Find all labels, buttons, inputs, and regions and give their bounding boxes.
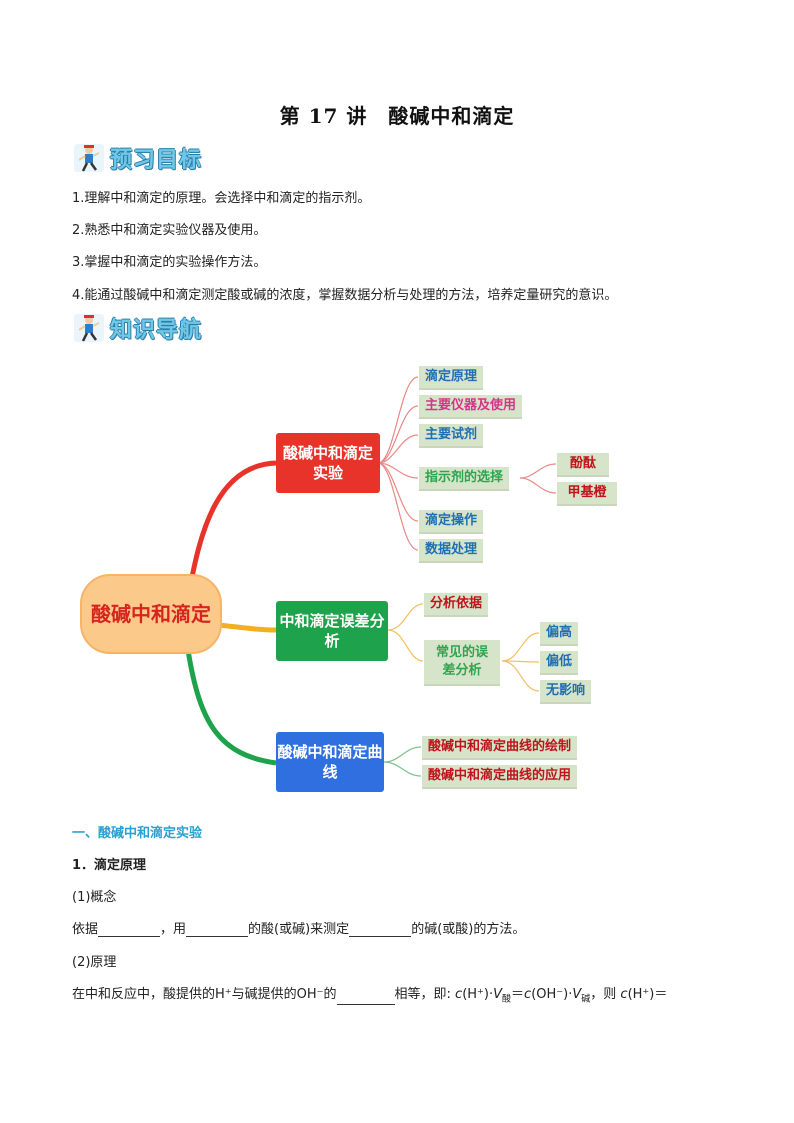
concept-part-2: ，用 [160,922,187,937]
concept-sentence: 依据 ，用 的酸(或碱)来测定 的碱(或酸)的方法。 [72,918,525,937]
principle-prefix: 在中和反应中，酸提供的H⁺与碱提供的OH⁻的 [72,987,337,1002]
leaf-common-errors: 常见的误差分析 [424,640,500,686]
leaf-titration-principle: 滴定原理 [419,366,484,390]
leaf-curve-drawing: 酸碱中和滴定曲线的绘制 [422,736,578,760]
principle-label: (2)原理 [72,955,117,970]
branch-error-analysis: 中和滴定误差分析 [276,601,388,661]
principle-sentence: 在中和反应中，酸提供的H⁺与碱提供的OH⁻的相等，即: c(H⁺)·V酸＝c(O… [72,983,667,1005]
concept-part-4: 的碱(或酸)的方法。 [411,922,526,937]
formula-v: V [493,987,503,1002]
section-heading: 一、酸碱中和滴定实验 [72,826,203,841]
leaf-curve-application: 酸碱中和滴定曲线的应用 [422,765,578,789]
leaf-indicator-selection: 指示剂的选择 [419,467,510,491]
objective-3: 3.掌握中和滴定的实验操作方法。 [72,255,267,270]
formula-h-eq: (H⁺)＝ [627,987,668,1002]
concept-part-1: 依据 [72,922,99,937]
subheading-principle: 1．滴定原理 [72,858,147,873]
leaf-data-processing: 数据处理 [419,539,484,563]
formula-c: c [455,987,463,1002]
leaf-lower: 偏低 [540,651,579,675]
mindmap-connectors [185,376,557,777]
leaf-methyl-orange: 甲基橙 [557,482,617,506]
objective-2: 2.熟悉中和滴定实验仪器及使用。 [72,223,267,238]
concept-part-3: 的酸(或碱)来测定 [248,922,350,937]
runner-icon [72,311,106,345]
objective-4: 4.能通过酸碱中和滴定测定酸或碱的浓度，掌握数据分析与处理的方法，培养定量研究的… [72,288,618,303]
knowledge-banner-label: 知识导航 [110,318,203,343]
leaf-titration-operation: 滴定操作 [419,510,484,534]
fill-blank[interactable] [349,922,412,937]
formula-c: c [620,987,628,1002]
leaf-no-effect: 无影响 [540,680,592,704]
formula-c: c [524,987,532,1002]
preview-banner-label: 预习目标 [110,148,203,173]
knowledge-banner: 知识导航 [72,310,202,346]
branch-titration-experiment: 酸碱中和滴定实验 [276,433,380,493]
page-title: 第 17 讲 酸碱中和滴定 [279,104,515,128]
concept-label: (1)概念 [72,890,117,905]
objective-1: 1.理解中和滴定的原理。会选择中和滴定的指示剂。 [72,191,371,206]
leaf-analysis-basis: 分析依据 [424,593,489,617]
fill-blank[interactable] [186,922,249,937]
formula-oh: (OH⁻)· [531,987,573,1002]
runner-icon [72,141,106,175]
fill-blank[interactable] [98,922,161,937]
leaf-main-reagents: 主要试剂 [419,424,484,448]
branch-titration-curve: 酸碱中和滴定曲线 [276,732,384,792]
fill-blank[interactable] [336,990,395,1005]
leaf-higher: 偏高 [540,622,579,646]
formula-h: (H⁺)· [462,987,494,1002]
formula-eq: ＝ [511,987,525,1002]
formula-sub-base: 碱 [581,994,591,1005]
preview-banner: 预习目标 [72,140,202,176]
formula-v: V [572,987,582,1002]
leaf-phenolphthalein: 酚酞 [557,453,609,477]
mindmap-center: 酸碱中和滴定 [80,574,222,654]
principle-mid: 相等，即: [394,987,456,1002]
formula-then: ，则 [590,987,621,1002]
leaf-main-instruments: 主要仪器及使用 [419,395,523,419]
formula-sub-acid: 酸 [502,994,512,1005]
